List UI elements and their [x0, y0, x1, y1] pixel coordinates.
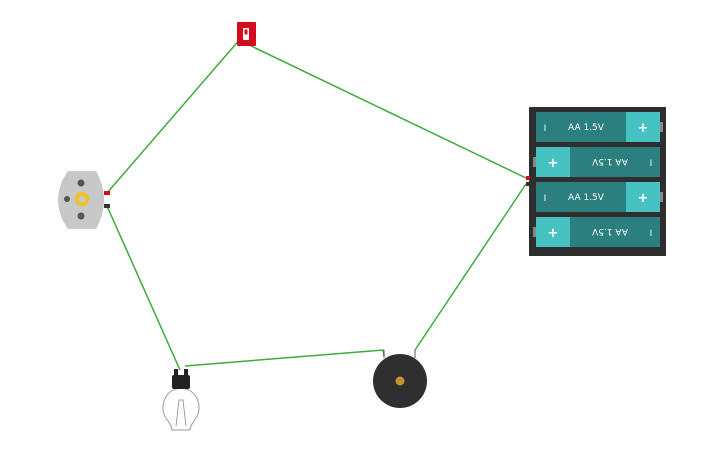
- wire-bulb-to-buzzer[interactable]: [184, 349, 385, 367]
- battery-cell: AA 1.5V + I: [536, 112, 663, 142]
- battery-minus-sign: I: [544, 124, 547, 134]
- battery-pack-icon[interactable]: AA 1.5V + I AA 1.5V + I AA 1.5V + I AA 1.5V + I: [526, 107, 666, 256]
- battery-cell: AA 1.5V + I: [533, 217, 660, 247]
- wire-switch-to-battery[interactable]: [246, 43, 527, 179]
- wire-switch-to-motor[interactable]: [106, 37, 242, 194]
- battery-plus-sign: +: [638, 191, 649, 206]
- dc-motor-icon[interactable]: [58, 171, 110, 229]
- battery-cell-label: AA 1.5V: [568, 123, 605, 133]
- battery-plus-sign: +: [548, 226, 559, 241]
- battery-cell: AA 1.5V + I: [533, 147, 660, 177]
- battery-minus-sign: I: [650, 229, 653, 239]
- battery-minus-sign: I: [650, 159, 653, 169]
- light-bulb-icon[interactable]: [162, 369, 200, 431]
- battery-plus-sign: +: [548, 156, 559, 171]
- battery-cell: AA 1.5V + I: [536, 182, 663, 212]
- battery-cell-label: AA 1.5V: [591, 156, 628, 166]
- battery-cell-label: AA 1.5V: [591, 226, 628, 236]
- wires: [106, 37, 527, 371]
- wire-buzzer-to-battery[interactable]: [414, 183, 527, 351]
- wire-motor-to-bulb[interactable]: [106, 205, 181, 371]
- slide-switch-icon[interactable]: [237, 22, 256, 46]
- battery-minus-sign: I: [544, 194, 547, 204]
- battery-plus-sign: +: [638, 121, 649, 136]
- buzzer-icon[interactable]: [373, 350, 427, 408]
- battery-cell-label: AA 1.5V: [568, 193, 605, 203]
